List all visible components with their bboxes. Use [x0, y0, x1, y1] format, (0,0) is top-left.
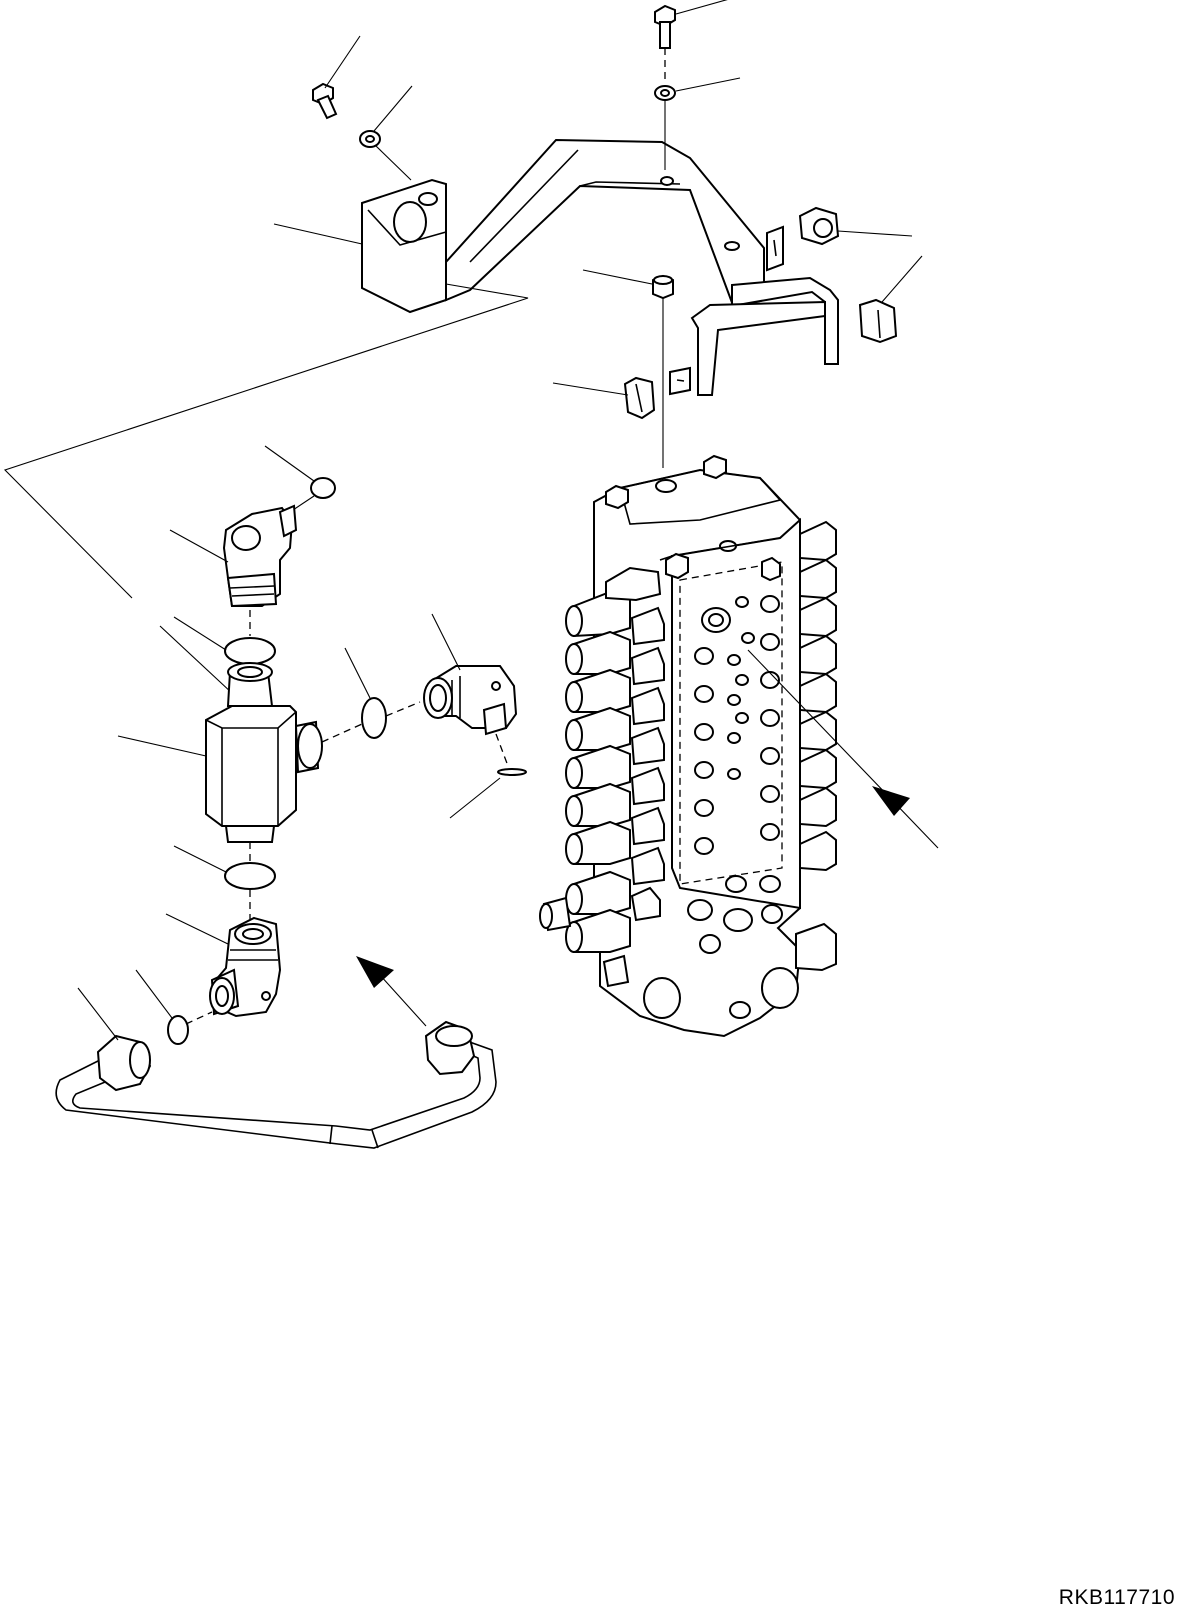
o-ring-mid-upper[interactable] — [173, 610, 276, 665]
spacer[interactable] — [582, 269, 674, 468]
valve-right-plugs — [795, 520, 837, 972]
flow-arrow-icon — [356, 956, 427, 1027]
bolt-top-left[interactable] — [312, 35, 361, 120]
clamp-right[interactable] — [858, 255, 923, 344]
elbow-upper[interactable] — [169, 504, 298, 608]
tube[interactable] — [55, 987, 497, 1149]
bracket-leader — [273, 223, 363, 245]
elbow-lower[interactable] — [165, 913, 282, 1018]
drawing-code: RKB117710 — [1058, 1586, 1175, 1609]
washer-top-right[interactable] — [654, 77, 741, 170]
bracket-outline-line — [3, 283, 529, 599]
washer-top-left[interactable] — [359, 85, 413, 181]
o-ring-lower[interactable] — [173, 842, 276, 920]
tee-block[interactable] — [117, 662, 323, 843]
clamp-left[interactable] — [552, 376, 656, 420]
o-ring-side[interactable] — [321, 647, 421, 743]
valve-face-ports — [694, 595, 780, 855]
collar-right[interactable] — [798, 206, 913, 246]
o-ring-small[interactable] — [449, 768, 527, 819]
bolt-top-right[interactable] — [654, 0, 740, 82]
o-ring-tube[interactable] — [135, 969, 213, 1045]
valve-left-plugs — [539, 566, 665, 988]
elbow-side[interactable] — [423, 613, 518, 767]
tee-reference-line — [159, 625, 234, 695]
bracket[interactable] — [361, 138, 839, 396]
valve-bottom-ports — [643, 875, 799, 1019]
view-arrow-icon — [747, 649, 939, 849]
control-valve[interactable] — [539, 454, 837, 1038]
o-ring-upper[interactable] — [264, 445, 336, 513]
